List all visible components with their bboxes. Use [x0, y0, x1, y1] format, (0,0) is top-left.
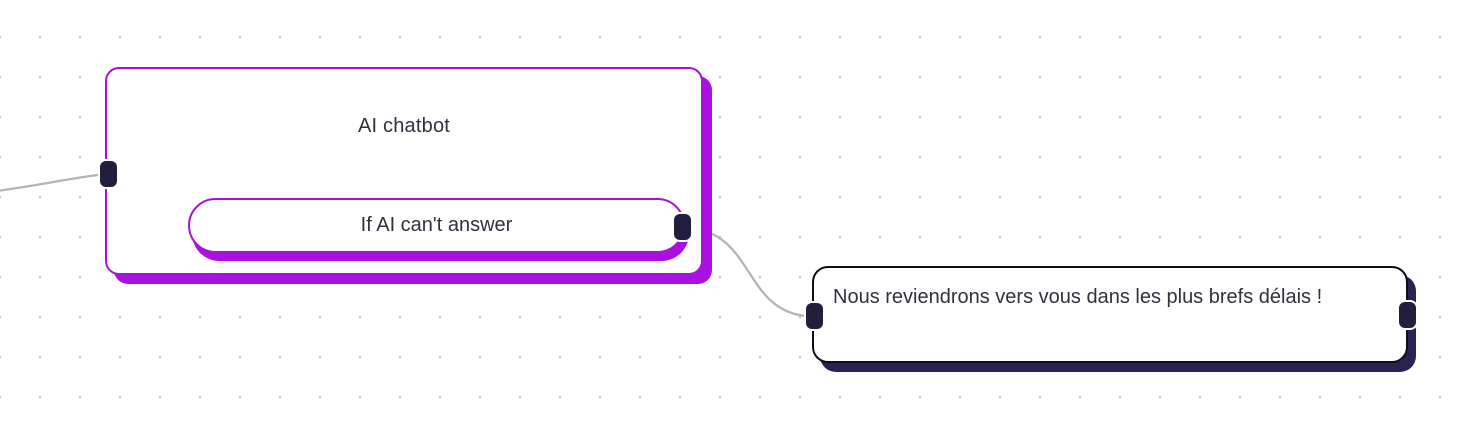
node-ai-chatbot[interactable]: AI chatbot If AI can't answer: [105, 67, 703, 275]
input-handle-ai-chatbot[interactable]: [98, 159, 119, 189]
edge-incoming-to-ai-chatbot[interactable]: [0, 172, 108, 192]
condition-item-if-ai-cant-answer[interactable]: If AI can't answer: [188, 198, 685, 253]
condition-label: If AI can't answer: [360, 214, 513, 236]
input-handle-reply-message[interactable]: [804, 301, 825, 331]
node-title: AI chatbot: [357, 115, 451, 137]
output-handle-reply-message[interactable]: [1397, 300, 1418, 330]
edge-condition-to-reply[interactable]: [688, 226, 808, 318]
output-handle-if-ai-cant-answer[interactable]: [672, 212, 693, 242]
reply-message-text: Nous reviendrons vers vous dans les plus…: [833, 286, 1323, 308]
node-reply-message[interactable]: Nous reviendrons vers vous dans les plus…: [812, 266, 1408, 363]
